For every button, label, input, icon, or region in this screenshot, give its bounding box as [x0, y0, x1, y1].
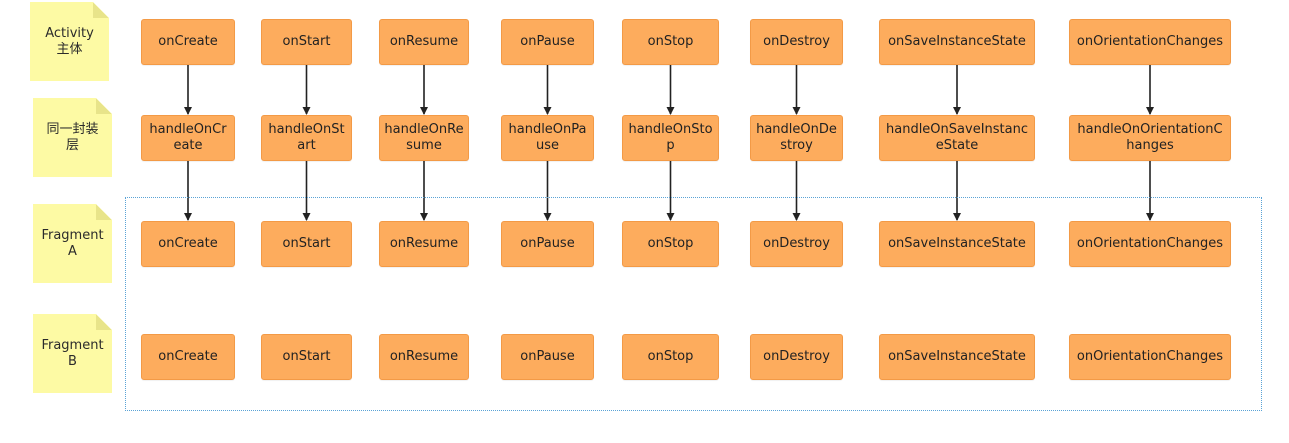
- method-box-ondestroy: onDestroy: [750, 19, 843, 65]
- method-label: onPause: [520, 349, 575, 364]
- method-label: handleOnResume: [384, 122, 464, 153]
- method-box-onstart: onStart: [261, 221, 352, 267]
- row-label-text: Fragment B: [41, 337, 104, 369]
- method-box-onsaveinstancestate: onSaveInstanceState: [879, 334, 1035, 380]
- method-box-handleonstart: handleOnStart: [261, 115, 352, 161]
- method-label: onStart: [282, 236, 331, 251]
- method-label: onPause: [520, 236, 575, 251]
- method-label: handleOnCreate: [149, 122, 227, 153]
- method-box-onorientationchanges: onOrientationChanges: [1069, 334, 1231, 380]
- method-box-onstart: onStart: [261, 19, 352, 65]
- method-label: handleOnPause: [508, 122, 587, 153]
- method-box-onstop: onStop: [622, 19, 719, 65]
- method-label: handleOnDestroy: [756, 122, 837, 153]
- method-label: onDestroy: [763, 34, 830, 49]
- method-box-oncreate: onCreate: [141, 334, 235, 380]
- method-box-onresume: onResume: [379, 19, 469, 65]
- method-label: onOrientationChanges: [1076, 34, 1224, 49]
- method-label: onSaveInstanceState: [888, 349, 1026, 364]
- method-box-onpause: onPause: [501, 221, 594, 267]
- method-box-onresume: onResume: [379, 334, 469, 380]
- method-box-onpause: onPause: [501, 334, 594, 380]
- method-label: onCreate: [158, 236, 218, 251]
- method-label: onDestroy: [763, 236, 830, 251]
- method-box-ondestroy: onDestroy: [750, 334, 843, 380]
- method-label: onOrientationChanges: [1076, 349, 1224, 364]
- method-box-onresume: onResume: [379, 221, 469, 267]
- fragments-group-frame: [125, 197, 1262, 411]
- method-box-ondestroy: onDestroy: [750, 221, 843, 267]
- method-label: onSaveInstanceState: [888, 236, 1026, 251]
- method-label: onStop: [647, 349, 694, 364]
- method-box-onsaveinstancestate: onSaveInstanceState: [879, 19, 1035, 65]
- method-label: onSaveInstanceState: [888, 34, 1026, 49]
- row-label-note-4: Fragment B: [33, 314, 112, 393]
- method-box-oncreate: onCreate: [141, 221, 235, 267]
- method-box-onstop: onStop: [622, 221, 719, 267]
- row-label-note-1: Activity 主体: [30, 2, 109, 81]
- method-label: onResume: [389, 349, 459, 364]
- method-label: handleOnStart: [268, 122, 345, 153]
- method-label: onDestroy: [763, 349, 830, 364]
- method-box-onorientationchanges: onOrientationChanges: [1069, 19, 1231, 65]
- method-box-handleonorientationchanges: handleOnOrientationChanges: [1069, 115, 1231, 161]
- method-box-onstop: onStop: [622, 334, 719, 380]
- method-box-handleoncreate: handleOnCreate: [141, 115, 235, 161]
- method-label: handleOnOrientationChanges: [1077, 122, 1223, 153]
- method-box-handleonstop: handleOnStop: [622, 115, 719, 161]
- method-box-onsaveinstancestate: onSaveInstanceState: [879, 221, 1035, 267]
- method-box-handleondestroy: handleOnDestroy: [750, 115, 843, 161]
- method-box-handleonsaveinstancestate: handleOnSaveInstanceState: [879, 115, 1035, 161]
- method-label: onStop: [647, 236, 694, 251]
- method-label: onStart: [282, 349, 331, 364]
- method-label: handleOnStop: [628, 122, 713, 153]
- row-label-text: Fragment A: [41, 227, 104, 259]
- method-label: onPause: [520, 34, 575, 49]
- method-box-onstart: onStart: [261, 334, 352, 380]
- method-box-onorientationchanges: onOrientationChanges: [1069, 221, 1231, 267]
- method-box-onpause: onPause: [501, 19, 594, 65]
- row-label-note-2: 同一封装 层: [33, 98, 112, 177]
- method-label: onOrientationChanges: [1076, 236, 1224, 251]
- method-label: onCreate: [158, 349, 218, 364]
- method-box-handleonpause: handleOnPause: [501, 115, 594, 161]
- method-label: onResume: [389, 236, 459, 251]
- method-label: onCreate: [158, 34, 218, 49]
- method-label: handleOnSaveInstanceState: [886, 122, 1028, 153]
- row-label-text: Activity 主体: [45, 25, 94, 57]
- method-label: onStop: [647, 34, 694, 49]
- method-box-handleonresume: handleOnResume: [379, 115, 469, 161]
- row-label-text: 同一封装 层: [46, 121, 99, 153]
- method-label: onStart: [282, 34, 331, 49]
- row-label-note-3: Fragment A: [33, 204, 112, 283]
- method-label: onResume: [389, 34, 459, 49]
- method-box-oncreate: onCreate: [141, 19, 235, 65]
